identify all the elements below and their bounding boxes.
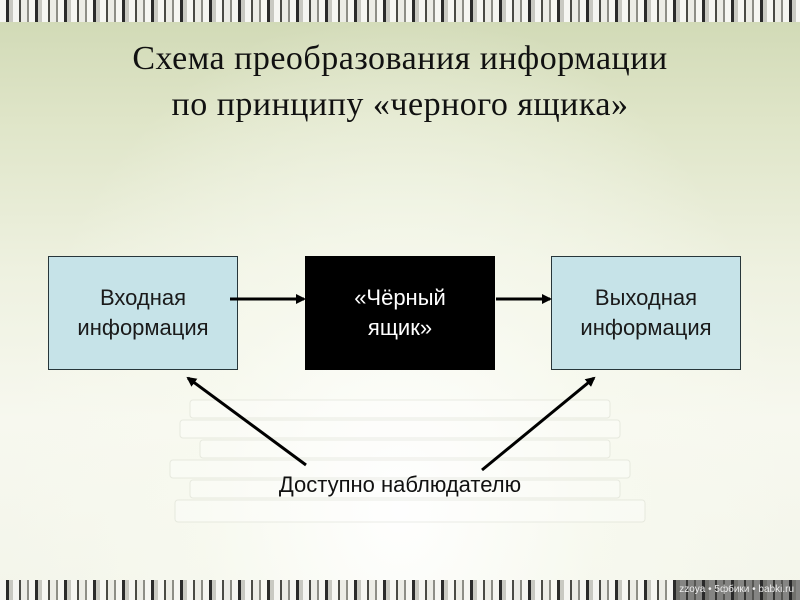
output-information-box: Выходная информация — [551, 256, 741, 370]
paper-stack-background — [169, 399, 646, 523]
slide-title: Схема преобразования информации по принц… — [0, 36, 800, 128]
decorative-top-strip — [0, 0, 800, 22]
input-information-label: Входная информация — [77, 285, 209, 340]
black-box: «Чёрный ящик» — [305, 256, 495, 370]
output-information-label: Выходная информация — [580, 285, 712, 340]
black-box-label: «Чёрный ящик» — [354, 285, 446, 340]
decorative-bottom-strip — [0, 580, 800, 600]
watermark-text: zzoya • 5фбики • babki.ru — [673, 580, 800, 600]
arrow-observer-to-output — [481, 376, 596, 472]
input-information-box: Входная информация — [48, 256, 238, 370]
observer-label: Доступно наблюдателю — [278, 472, 522, 497]
arrow-observer-to-input — [186, 376, 307, 467]
title-line-1: Схема преобразования информации — [132, 40, 668, 77]
title-line-2: по принципу «черного ящика» — [171, 86, 629, 123]
